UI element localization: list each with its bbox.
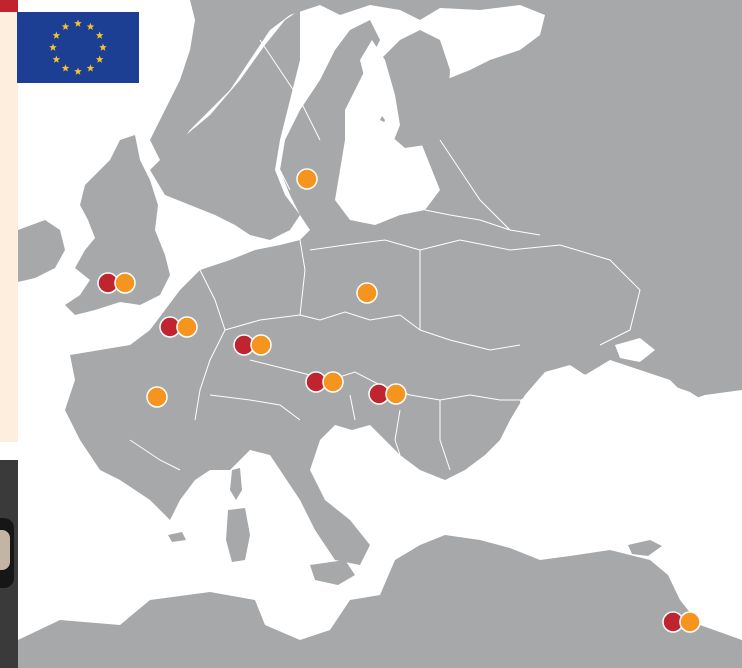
border-line bbox=[644, 479, 742, 521]
marker-dot-orange[interactable] bbox=[146, 386, 168, 408]
flag-star bbox=[95, 31, 104, 39]
land-continent bbox=[18, 0, 742, 668]
marker-poland[interactable] bbox=[356, 282, 378, 304]
flag-star bbox=[74, 67, 82, 75]
flag-star bbox=[99, 43, 107, 51]
marker-dot-orange[interactable] bbox=[385, 383, 407, 405]
land-scandinavia bbox=[150, 10, 300, 240]
flag-star bbox=[86, 64, 95, 72]
marker-dot-orange[interactable] bbox=[296, 168, 318, 190]
border-line bbox=[299, 239, 306, 316]
side-panel bbox=[0, 12, 18, 442]
marker-dot-orange[interactable] bbox=[176, 316, 198, 338]
flag-star bbox=[95, 55, 104, 63]
border-line bbox=[224, 311, 421, 331]
flag-star bbox=[49, 43, 57, 51]
marker-germany[interactable] bbox=[233, 334, 272, 356]
marker-austria[interactable] bbox=[305, 371, 344, 393]
portrait-photo bbox=[0, 460, 18, 668]
land-sardinia bbox=[226, 508, 250, 562]
europe-map bbox=[18, 0, 742, 668]
border-line bbox=[209, 394, 301, 421]
land-sicily bbox=[310, 560, 355, 585]
border-line bbox=[194, 269, 226, 421]
border-line bbox=[439, 400, 451, 471]
border-line bbox=[424, 209, 541, 236]
border-line bbox=[681, 509, 701, 601]
marker-dot-orange[interactable] bbox=[322, 371, 344, 393]
eu-flag bbox=[17, 12, 139, 83]
border-line bbox=[60, 559, 121, 576]
marker-israel[interactable] bbox=[662, 611, 701, 633]
border-line bbox=[679, 559, 742, 641]
land-corsica bbox=[230, 468, 242, 500]
marker-belgium[interactable] bbox=[159, 316, 198, 338]
flag-star bbox=[74, 19, 82, 27]
border-line bbox=[309, 239, 421, 330]
border-line bbox=[349, 394, 356, 421]
border-line bbox=[129, 439, 181, 471]
flag-star bbox=[52, 55, 61, 63]
portrait-face bbox=[0, 530, 10, 570]
marker-dot-orange[interactable] bbox=[356, 282, 378, 304]
land-balearic bbox=[168, 532, 186, 542]
border-line bbox=[279, 169, 291, 191]
border-line bbox=[419, 329, 521, 351]
marker-dot-orange[interactable] bbox=[250, 334, 272, 356]
marker-dot-orange[interactable] bbox=[679, 611, 701, 633]
flag-star bbox=[61, 22, 70, 30]
marker-france[interactable] bbox=[146, 386, 168, 408]
marker-sweden[interactable] bbox=[296, 168, 318, 190]
flag-star bbox=[52, 31, 61, 39]
baltic-sea bbox=[340, 40, 400, 215]
border-line bbox=[394, 409, 401, 456]
marker-layer bbox=[97, 168, 701, 633]
flag-stars bbox=[49, 19, 107, 75]
border-line bbox=[439, 139, 511, 231]
black-sea bbox=[520, 372, 710, 475]
border-line bbox=[419, 239, 641, 346]
land-cyprus bbox=[628, 540, 662, 556]
azov-sea bbox=[615, 338, 655, 362]
land-britain bbox=[65, 135, 170, 315]
land-crete bbox=[490, 585, 548, 600]
border-line bbox=[259, 39, 321, 141]
marker-uk[interactable] bbox=[97, 272, 136, 294]
country-borders bbox=[60, 39, 742, 641]
flag-star bbox=[61, 64, 70, 72]
land-ireland bbox=[18, 220, 65, 282]
marker-dot-orange[interactable] bbox=[114, 272, 136, 294]
marker-hungary[interactable] bbox=[368, 383, 407, 405]
flag-star bbox=[86, 22, 95, 30]
